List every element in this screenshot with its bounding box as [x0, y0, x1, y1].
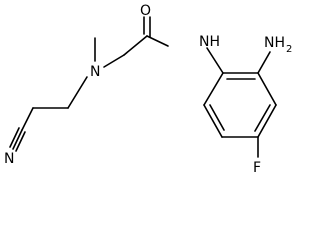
ch2-nitrile-c-bond — [21, 107, 34, 131]
ring-bond-3 — [257, 104, 277, 138]
oxygen-label: O — [140, 3, 151, 19]
nitrile-triple-bond-b — [15, 131, 26, 152]
ring-bond-5 — [203, 104, 223, 138]
amide-c-n-bond — [146, 35, 169, 47]
nh-ring-bond — [206, 47, 224, 74]
ch2-n-bond — [103, 54, 125, 68]
structure-canvas: O NH N N NH 2 F — [4, 3, 293, 176]
ring-bond-6 — [203, 72, 224, 106]
nitrile-triple-bond-c — [9, 127, 20, 148]
ring-bond-2 — [257, 72, 277, 106]
amine-nh-label: NH — [264, 35, 285, 51]
ring-double-bond-2 — [254, 104, 271, 132]
fluorine-label: F — [253, 160, 261, 176]
carbonyl-ch2-bond — [123, 35, 148, 56]
tertiary-n-label: N — [90, 64, 100, 80]
ring-nh2-bond — [257, 51, 271, 74]
amine-subscript-label: 2 — [286, 44, 292, 55]
ring-double-bond-3 — [209, 104, 225, 131]
nitrile-n-label: N — [4, 151, 14, 167]
n-ch2-bond — [67, 76, 88, 109]
amide-nh-label: NH — [199, 34, 220, 50]
nitrile-triple-bond-a — [12, 129, 23, 150]
molecule-structure: O NH N N NH 2 F — [4, 3, 292, 176]
